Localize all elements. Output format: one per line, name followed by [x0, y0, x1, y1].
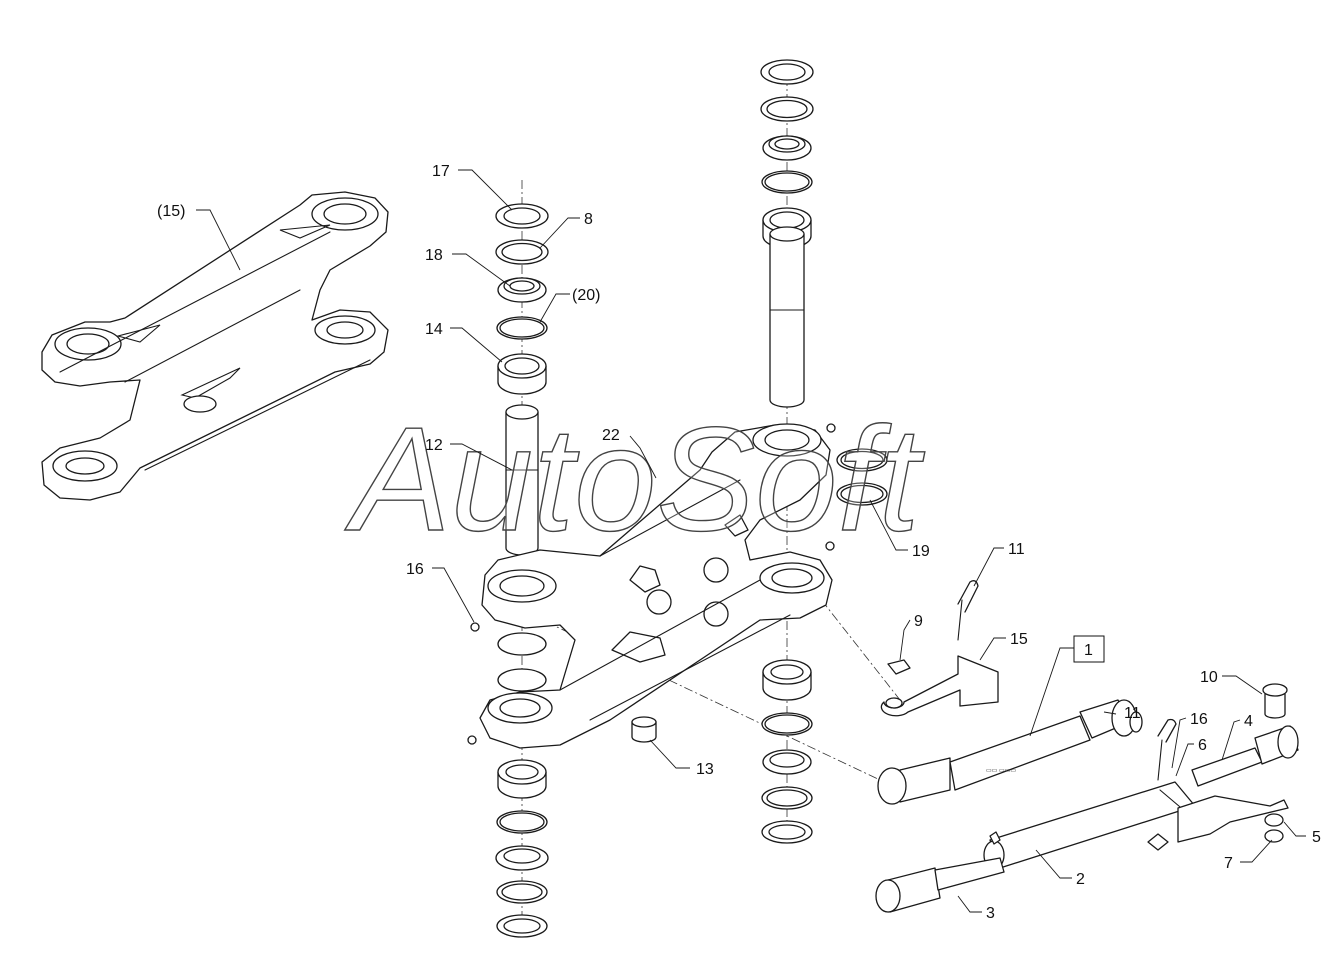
grease-nipple-lower	[989, 831, 1001, 845]
nut-9	[887, 659, 911, 675]
tie-rod-1: ▭▭ ▭▭▭	[877, 699, 1143, 805]
lower-ring-right	[761, 820, 813, 844]
axle-beam-reference	[41, 191, 389, 501]
callout-1: 1	[1084, 642, 1093, 659]
circlip-8	[495, 239, 549, 265]
callout-12: 12	[425, 437, 443, 454]
callout-19: 19	[912, 543, 930, 560]
callout-16-left: 16	[406, 561, 424, 578]
lower-washer-left	[495, 845, 549, 871]
rings-19	[836, 448, 888, 506]
right-kingpin-stack	[760, 59, 888, 844]
lower-bearing-right	[762, 749, 812, 775]
lower-bushing-right	[762, 659, 812, 701]
callout-13: 13	[696, 761, 714, 778]
callout-14: 14	[425, 321, 443, 338]
callout-20-ref: (20)	[572, 287, 600, 304]
callout-6: 6	[1198, 737, 1207, 754]
oring-top-right	[761, 170, 813, 194]
lower-oring-right	[761, 712, 813, 736]
o-ring-20	[496, 316, 548, 340]
bracket-15	[880, 655, 999, 717]
main-axle-beam	[467, 423, 836, 749]
cotter-pin-16b	[1157, 718, 1177, 781]
callout-box-1	[1073, 635, 1105, 663]
callout-15: 15	[1010, 631, 1028, 648]
callout-10: 10	[1200, 669, 1218, 686]
callout-9: 9	[914, 613, 923, 630]
callout-7: 7	[1224, 855, 1233, 872]
callout-17: 17	[432, 163, 450, 180]
callout-4: 4	[1244, 713, 1253, 730]
king-pin-right	[769, 226, 805, 408]
washers-5-7	[1264, 813, 1284, 843]
callout-11-upper: 11	[1008, 541, 1025, 558]
bushing-14	[497, 353, 547, 395]
watermark-text: AutoSoft	[344, 397, 926, 562]
threaded-end-4	[1191, 725, 1299, 787]
cotter-pin-11-upper	[957, 580, 979, 641]
lower-oring-left	[496, 810, 548, 834]
callout-5: 5	[1312, 829, 1321, 846]
tie-rod-2-tube	[983, 781, 1196, 870]
tie-rod-marking: ▭▭ ▭▭▭	[986, 768, 1016, 774]
callout-8: 8	[584, 211, 593, 228]
king-pin-12	[505, 404, 539, 556]
lower-bearing-left	[497, 759, 547, 799]
callout-11-lower: 11	[1124, 705, 1141, 722]
callout-18: 18	[425, 247, 443, 264]
bearing-top-right	[762, 135, 812, 161]
callout-2: 2	[1076, 871, 1085, 888]
nut-6	[1147, 833, 1169, 851]
callout-22: 22	[602, 427, 620, 444]
callout-3: 3	[986, 905, 995, 922]
leader-lines	[196, 169, 1306, 913]
lower-circlip-left	[496, 880, 548, 904]
washer-top-right	[760, 59, 814, 85]
circlip-top-right	[760, 96, 814, 122]
callout-labels: (15) 17 8 18 (20) 14 12 22 16 19 11 9 15…	[157, 163, 1321, 922]
bracket-lower-right	[1177, 795, 1289, 843]
callout-16-right: 16	[1190, 711, 1208, 728]
lower-bushing-left	[497, 632, 547, 692]
left-kingpin-stack	[495, 203, 549, 938]
threaded-end-3	[875, 857, 1005, 913]
pin-10	[1262, 683, 1288, 719]
lower-circlip-right	[761, 786, 813, 810]
callout-15-ref: (15)	[157, 203, 185, 220]
sleeve-13	[631, 716, 657, 743]
washer-17	[495, 203, 549, 229]
bearing-18	[497, 277, 547, 303]
lower-ring-left	[496, 914, 548, 938]
